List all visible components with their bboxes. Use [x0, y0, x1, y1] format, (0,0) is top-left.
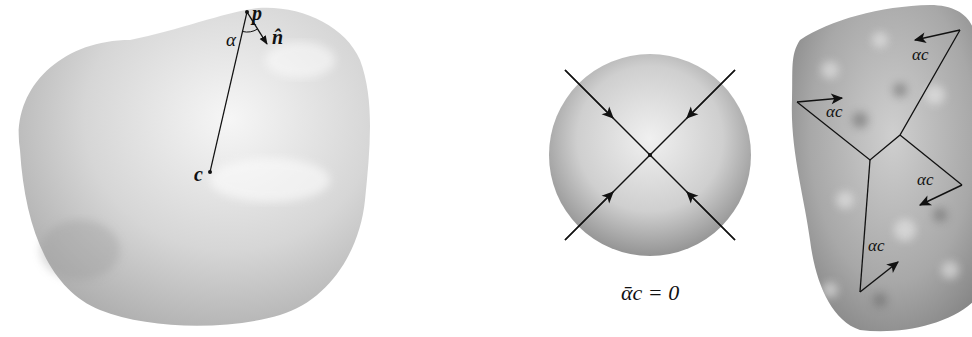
normal-label: n̂ — [272, 27, 283, 47]
angle-label: α — [226, 30, 236, 49]
formula-label: ᾱc = 0 — [621, 282, 679, 304]
angle-label: αc — [826, 103, 842, 120]
angle-label: αc — [868, 237, 884, 254]
point-label: p — [252, 3, 262, 23]
point-label: c — [194, 164, 203, 184]
angle-label: αc — [912, 46, 928, 63]
angle-label: αc — [917, 171, 933, 188]
